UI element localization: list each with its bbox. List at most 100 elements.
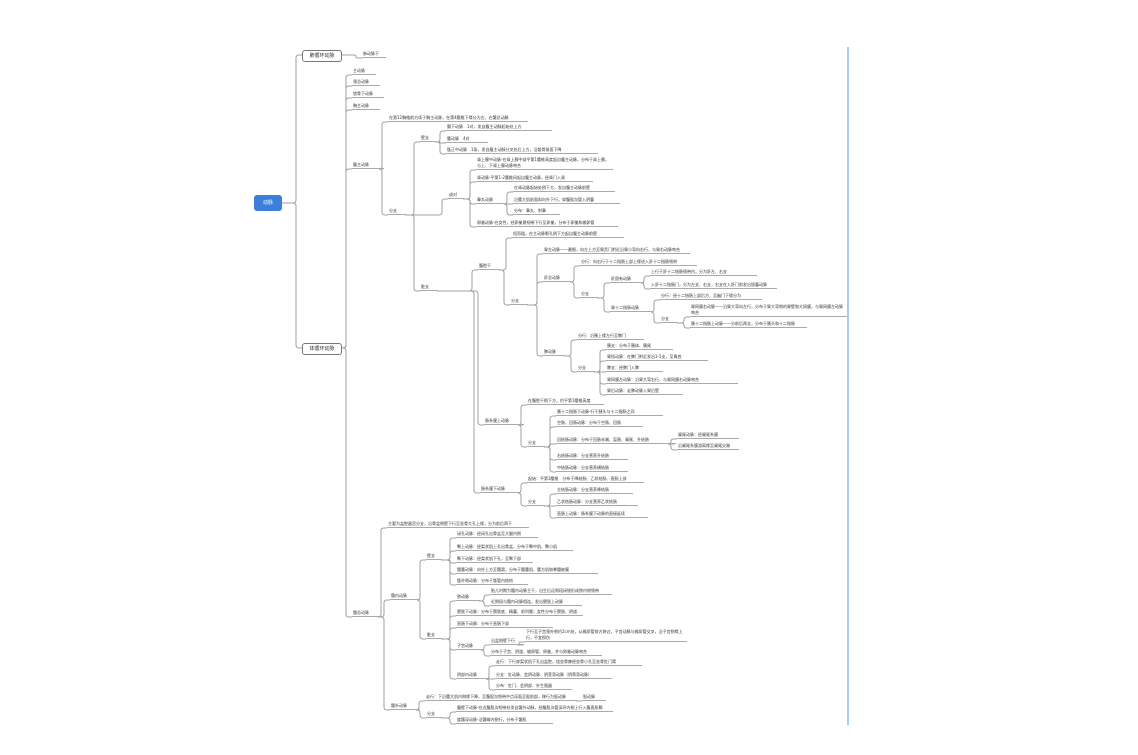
connector-line <box>441 537 456 561</box>
subtopic-node[interactable]: 脏支 <box>426 632 442 639</box>
subtopic-node[interactable]: 骶外侧动脉：分布于骶管内结构 <box>456 578 528 585</box>
subtopic-node[interactable]: 臀下动脉：经梨状肌下孔，至臀下部 <box>456 556 533 563</box>
subtopic-node[interactable]: 分支：肛动脉、会阴动脉、阴茎背动脉（阴蒂背动脉） <box>495 672 612 679</box>
subtopic-node[interactable]: 在肾动脉起始处稍下方，发自腹主动脉前壁 <box>513 185 615 192</box>
subtopic-node[interactable]: 髂外动脉 <box>390 703 420 710</box>
subtopic-node[interactable]: 胃左动脉——最细，向左上方至胃贲门附近沿胃小弯向右行，与胃右动脉吻合 <box>543 247 690 254</box>
subtopic-node[interactable]: 胎儿时期为髂内动脉主干，出生后远侧段闭锁形成脐内侧韧带 <box>490 588 612 595</box>
subtopic-node[interactable]: 右结肠动脉：分支营养升结肠 <box>556 453 628 460</box>
root-topic[interactable]: 动脉 <box>254 195 282 211</box>
subtopic-node[interactable]: 左结肠动脉：分支营养降结肠 <box>556 487 633 494</box>
subtopic-node[interactable]: 闭孔动脉：经闭孔出骨盆至大腿内侧 <box>456 531 538 538</box>
subtopic-node[interactable]: 壁支 <box>426 553 442 560</box>
subtopic-node[interactable]: 髂腰动脉：向外上方至髂窝，分布于髂腰肌、腰方肌和脊髓被膜 <box>456 567 598 574</box>
subtopic-node[interactable]: 分支 <box>527 499 545 506</box>
subtopic-node[interactable]: 臀上动脉：经梨状肌上孔出骨盆，分布于臀中肌、臀小肌 <box>456 544 573 551</box>
subtopic-node[interactable]: 分支 <box>426 711 442 718</box>
subtopic-node[interactable]: 空肠、回肠动脉：分布于空肠、回肠 <box>556 420 643 427</box>
subtopic-node[interactable]: 脾支：经脾门入脾 <box>606 365 663 372</box>
subtopic-node[interactable]: 肠系膜下动脉 <box>480 486 520 493</box>
subtopic-node[interactable]: 髂内动脉 <box>390 593 420 600</box>
subtopic-node[interactable]: 股动脉 <box>582 694 606 701</box>
subtopic-node[interactable]: 近侧段与髂内动脉相连，发出膀胱上动脉 <box>490 599 582 606</box>
subtopic-node[interactable]: 颈总动脉 <box>352 79 380 86</box>
subtopic-node[interactable]: 分支 <box>510 298 528 305</box>
subtopic-node[interactable]: 沿阑尾系膜游离缘至阑尾尖端 <box>677 443 739 450</box>
subtopic-node[interactable]: 膀胱下动脉：分布于膀胱底、精囊、前列腺；女性分布于膀胱、阴道 <box>456 609 583 616</box>
subtopic-node[interactable]: 分布：肛门、会阴部、外生殖器 <box>495 683 572 690</box>
subtopic-node[interactable]: 在腹腔干稍下方，约平第1腰椎高度 <box>527 398 604 405</box>
subtopic-node[interactable]: 分布：睾丸、附睾 <box>513 208 560 215</box>
subtopic-node[interactable]: 下行至子宫颈外侧约2cm处，从输尿管前方跨过，子宫动脉与输尿管交叉，沿子宫侧缘上… <box>525 629 687 642</box>
subtopic-node[interactable]: 乙状结肠动脉：分支营养乙状结肠 <box>556 499 638 506</box>
subtopic-node[interactable]: 髂总动脉 <box>352 610 382 617</box>
main-topic[interactable]: 肺循环动脉 <box>302 50 342 62</box>
subtopic-node[interactable]: 锁骨下动脉 <box>352 91 384 98</box>
subtopic-node[interactable]: 分行：经十二指肠上部后方，至幽门下缘分为 <box>660 293 762 300</box>
subtopic-node[interactable]: 脏支 <box>420 284 438 291</box>
subtopic-node[interactable]: 分支 <box>527 440 545 447</box>
subtopic-node[interactable]: 主要为盆腔器官分支，沿骨盆侧壁下行至坐骨大孔上缘，分为前后两干 <box>387 521 529 528</box>
subtopic-node[interactable]: 胰十二指肠下动脉-行于胰头与十二指肠之间 <box>556 409 663 416</box>
subtopic-node[interactable]: 在第12胸椎前方续于胸主动脉，在第4腰椎下缘分为左、右髂总动脉 <box>388 115 528 122</box>
subtopic-node[interactable]: 胃十二指肠动脉 <box>610 305 652 312</box>
subtopic-node[interactable]: 胸主动脉 <box>352 103 380 110</box>
subtopic-node[interactable]: 入肝十二指肠门，分为左支、右支，右支在入肝门前发出胆囊动脉 <box>650 282 777 289</box>
subtopic-node[interactable]: 旋髂深动脉-沿髂嵴内侧行，分布于髂肌 <box>456 717 553 724</box>
subtopic-node[interactable]: 胃后动脉：走脾动脉入胃后壁 <box>606 388 683 395</box>
subtopic-node[interactable]: 上行于肝十二指肠韧带内，分为肝左、右支 <box>650 269 757 276</box>
subtopic-node[interactable]: 骶正中动脉 1条，发自腹主动脉分叉处后上方，沿骶骨前面下降 <box>446 147 598 154</box>
subtopic-node[interactable]: 肝总动脉 <box>543 275 571 282</box>
subtopic-node[interactable]: 短而粗，在主动脉裂孔稍下方起自腹主动脉前壁 <box>512 231 624 238</box>
subtopic-node[interactable]: 分支 <box>577 365 595 372</box>
subtopic-node[interactable]: 胰十二指肠上动脉——分前后两支，分布于胰头和十二指肠 <box>690 321 807 328</box>
subtopic-node[interactable]: 睾丸动脉 <box>476 197 506 204</box>
subtopic-node[interactable]: 肾动脉-平第1-2腰椎间起自腹主动脉，经肾门入肾 <box>476 175 593 182</box>
subtopic-node[interactable]: 壁支 <box>420 135 436 142</box>
subtopic-node[interactable]: 直肠下动脉：分布于直肠下部 <box>456 621 553 628</box>
subtopic-node[interactable]: 成对 <box>448 192 464 199</box>
subtopic-node[interactable]: 肾上腺中动脉-在肾上腺中部平第1腰椎高度起自腹主动脉，分布于肾上腺，与上、下肾上… <box>476 157 613 170</box>
subtopic-node[interactable]: 肠系膜上动脉 <box>484 418 524 425</box>
subtopic-node[interactable]: 分布于子宫、阴道、输卵管、卵巢，并与卵巢动脉吻合 <box>490 649 602 656</box>
subtopic-node[interactable]: 分行：向右行于十二指肠上部上缘进入肝十二指肠韧带 <box>580 259 697 266</box>
subtopic-node[interactable]: 胃网膜右动脉——沿胃大弯向左行，分布于胃大弯侧的胃壁和大网膜，与胃网膜左动脉吻合 <box>690 304 847 317</box>
subtopic-node[interactable]: 胃短动脉：在脾门附近发出3-5支，至胃底 <box>606 354 708 361</box>
subtopic-node[interactable]: 回结肠动脉：分布于回肠末端、盲肠、阑尾、升结肠 <box>556 437 676 444</box>
subtopic-node[interactable]: 中结肠动脉：分支营养横结肠 <box>556 465 628 472</box>
subtopic-node[interactable]: 肺动脉干 <box>362 51 386 58</box>
subtopic-node[interactable]: 胃网膜左动脉：沿胃大弯右行，与胃网膜右动脉吻合 <box>606 377 738 384</box>
subtopic-node[interactable]: 分行：沿胰上缘左行至脾门 <box>577 333 644 340</box>
subtopic-node[interactable]: 阴部内动脉 <box>456 672 490 679</box>
connector-line <box>435 141 446 155</box>
subtopic-node[interactable]: 分支 <box>660 316 678 323</box>
main-topic[interactable]: 体循环动脉 <box>302 343 342 355</box>
subtopic-node[interactable]: 膈下动脉 1对，发自腹主动脉起始处上方 <box>446 124 552 131</box>
subtopic-node[interactable]: 腹腔干 <box>478 263 500 270</box>
subtopic-node[interactable]: 分支 <box>388 208 406 215</box>
subtopic-node[interactable]: 沿盆侧壁下行 <box>490 638 524 645</box>
subtopic-node[interactable]: 直肠上动脉：肠系膜下动脉的直接延续 <box>556 511 648 518</box>
subtopic-node[interactable]: 走行：下行穿梨状肌下孔出盆腔，绕坐骨棘经坐骨小孔至坐骨肛门窝 <box>495 659 642 666</box>
subtopic-node[interactable]: 胰支：分布于胰体、胰尾 <box>606 343 673 350</box>
connector-line <box>650 299 660 313</box>
subtopic-node[interactable]: 阑尾动脉：经阑尾系膜 <box>677 432 739 439</box>
connector-line <box>441 559 456 586</box>
subtopic-node[interactable]: 走行：下沿腰大肌内侧缘下降，至腹股沟韧带中点深面至股前部，移行为股动脉 <box>425 694 577 701</box>
subtopic-node[interactable]: 肝固有动脉 <box>610 276 644 283</box>
connector-line <box>594 360 606 373</box>
subtopic-node[interactable]: 起始：平第3腰椎 分布于降结肠、乙状结肠、直肠上部 <box>527 476 644 483</box>
subtopic-node[interactable]: 分支 <box>580 291 598 298</box>
subtopic-node[interactable]: 腰动脉 4对 <box>446 136 488 143</box>
subtopic-node[interactable]: 子宫动脉 <box>456 643 484 650</box>
subtopic-node[interactable]: 腹壁下动脉-在近腹股沟韧带处发自髂外动脉，经腹股沟管深环内侧上行入腹直肌鞘 <box>456 705 613 712</box>
subtopic-node[interactable]: 脐动脉 <box>456 594 480 601</box>
subtopic-node[interactable]: 脾动脉 <box>543 349 565 356</box>
connector-line <box>544 505 556 519</box>
subtopic-node[interactable]: 沿腰大肌前面斜向外下行，穿腹股沟管入阴囊 <box>513 197 620 204</box>
connector-line <box>517 424 527 448</box>
viewport-edge-scrollbar[interactable] <box>847 47 849 725</box>
subtopic-node[interactable]: 主动脉 <box>352 68 376 75</box>
subtopic-node[interactable]: 腹主动脉 <box>352 162 384 169</box>
subtopic-node[interactable]: 卵巢动脉-在女性，经卵巢悬韧带下行至卵巢，分布于卵巢和输卵管 <box>476 220 618 227</box>
